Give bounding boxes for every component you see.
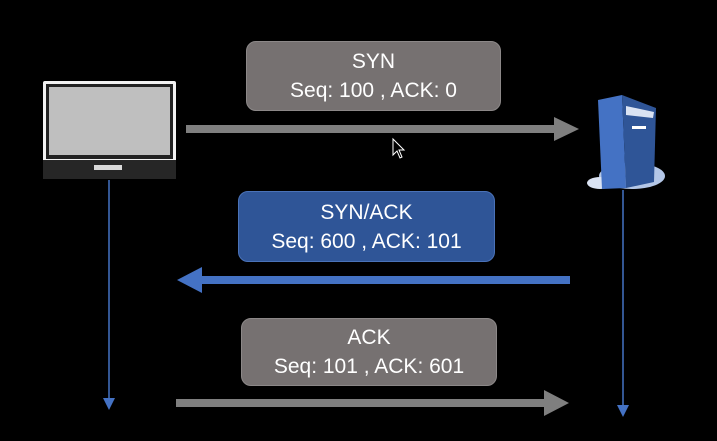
ack-detail: Seq: 101 , ACK: 601 [273, 355, 465, 378]
ack-title: ACK [347, 326, 391, 349]
syn-arrow [186, 117, 579, 141]
synack-detail: Seq: 600 , ACK: 101 [271, 229, 462, 253]
synack-arrow [177, 267, 570, 293]
synack-message-box: SYN/ACK Seq: 600 , ACK: 101 [238, 191, 495, 262]
ack-message-box: ACK Seq: 101 , ACK: 601 [241, 318, 497, 386]
syn-detail: Seq: 100 , ACK: 0 [290, 79, 457, 102]
server-icon [587, 95, 665, 189]
laptop-icon [43, 81, 176, 179]
syn-message-box: SYN Seq: 100 , ACK: 0 [246, 41, 501, 111]
mouse-cursor-icon [392, 137, 406, 159]
ack-arrow [176, 390, 569, 416]
synack-title: SYN/ACK [320, 200, 413, 224]
syn-title: SYN [351, 50, 396, 73]
